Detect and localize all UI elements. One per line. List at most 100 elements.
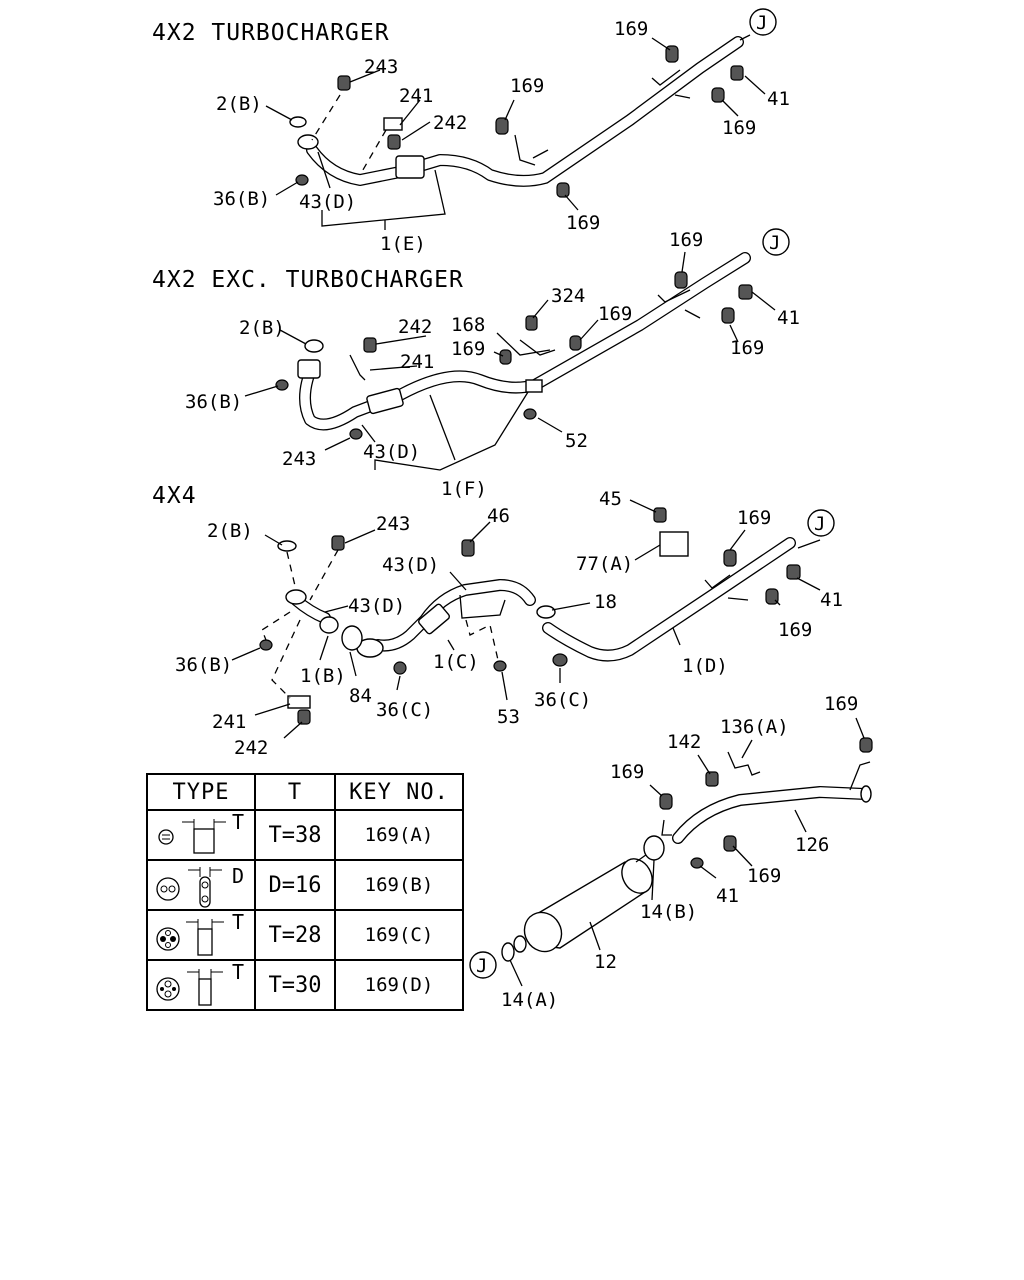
table-row: T T=28 169(C) [146, 909, 464, 961]
callout: 243 [376, 513, 410, 535]
callout: 2(B) [207, 520, 253, 542]
callout: 2(B) [239, 317, 285, 339]
flange [319, 616, 339, 634]
callout: 242 [433, 112, 467, 134]
flex-joint [395, 155, 425, 179]
muffler-12 [513, 851, 653, 953]
hanger-type-b-icon: D [156, 864, 244, 908]
connector-label: J [476, 955, 487, 977]
nut [349, 428, 363, 440]
rubber-hanger [569, 335, 582, 351]
callout: 41 [820, 589, 843, 611]
s3-leaders [231, 499, 821, 739]
s4-leaders [509, 717, 865, 987]
callout: 241 [399, 85, 433, 107]
header-t: T [254, 773, 336, 811]
connector-j: J [469, 951, 497, 979]
callout: 18 [594, 591, 617, 613]
rubber-hanger [659, 793, 673, 810]
bolt [525, 315, 538, 331]
section-title-turbo: 4X2 TURBOCHARGER [152, 20, 390, 46]
callout: 36(C) [534, 689, 591, 711]
callout: 243 [364, 56, 398, 78]
front-pipe-c [356, 579, 536, 658]
connector-j: J [749, 8, 777, 36]
nut [275, 379, 289, 391]
s4-callouts: 169 136(A) 142 169 126 169 14(B) 41 12 1… [501, 693, 858, 1011]
nut [393, 661, 407, 675]
dim-letter: T [232, 811, 244, 834]
flex-joint [418, 603, 450, 635]
callout: 169 [778, 619, 812, 641]
dim-letter: D [232, 864, 244, 888]
s2-callouts: 169 41 169 324 2(B) 242 168 169 169 241 … [185, 229, 800, 500]
s1-callouts: 169 41 169 243 169 2(B) 241 242 36(B) 43… [213, 18, 790, 255]
dim-letter: T [232, 911, 244, 934]
callout: 36(B) [213, 188, 270, 210]
table-row: T T=38 169(A) [146, 809, 464, 861]
connector-label: J [814, 513, 825, 535]
callout: 169 [747, 865, 781, 887]
tailpipe-e [297, 36, 744, 187]
s3-callouts: 45 169 2(B) 243 46 41 77(A) 43(D) 43(D) … [175, 488, 843, 759]
rubber-hanger [495, 117, 509, 135]
gasket [501, 942, 515, 962]
callout: 142 [667, 731, 701, 753]
callout: 1(C) [433, 651, 479, 673]
section-title-4x4: 4X4 [152, 483, 197, 509]
callout: 169 [610, 761, 644, 783]
s3-parts [259, 507, 801, 725]
callout: 1(F) [441, 478, 487, 500]
callout: 324 [551, 285, 585, 307]
callout: 241 [212, 711, 246, 733]
callout: 1(E) [380, 233, 426, 255]
callout: 36(B) [175, 654, 232, 676]
value-cell: T=28 [254, 909, 336, 961]
nut [730, 65, 744, 81]
callout: 169 [598, 303, 632, 325]
connector-label: J [756, 12, 767, 34]
key-cell: 169(B) [334, 859, 464, 911]
s4-parts [501, 737, 873, 962]
rubber-hanger [711, 87, 725, 103]
callout: 242 [398, 316, 432, 338]
nut [331, 535, 345, 551]
bolt [387, 134, 401, 150]
connector-label: J [769, 232, 780, 254]
callout: 168 [451, 314, 485, 336]
bolt [363, 337, 377, 353]
hanger-type-table: TYPE T KEY NO. T T=38 169(A) [146, 773, 464, 1011]
type-cell: D [146, 859, 256, 911]
bolt [461, 539, 475, 557]
nut [295, 174, 309, 186]
callout: 41 [777, 307, 800, 329]
table-row: D D=16 169(B) [146, 859, 464, 911]
nut [690, 857, 704, 869]
s2-leaders [244, 251, 776, 471]
callout: 12 [594, 951, 617, 973]
callout: 46 [487, 505, 510, 527]
bolt [705, 771, 719, 787]
callout: 52 [565, 430, 588, 452]
callout: 36(C) [376, 699, 433, 721]
callout: 53 [497, 706, 520, 728]
flange [285, 589, 307, 605]
nut [337, 75, 351, 91]
flange [297, 134, 319, 150]
callout: 126 [795, 834, 829, 856]
callout: 169 [510, 75, 544, 97]
connector-j: J [762, 228, 790, 256]
s2-parts [275, 271, 753, 440]
gasket [289, 116, 307, 128]
section-title-exc-turbo: 4X2 EXC. TURBOCHARGER [152, 267, 464, 293]
key-cell: 169(D) [334, 959, 464, 1011]
rubber-hanger [723, 549, 737, 567]
tail-pipe-126 [672, 761, 872, 844]
callout: 45 [599, 488, 622, 510]
callout: 84 [349, 685, 372, 707]
gasket [277, 540, 297, 552]
connector-j: J [807, 509, 835, 537]
hanger-type-c-icon: T [156, 911, 244, 956]
callout: 36(B) [185, 391, 242, 413]
rubber-mount [493, 660, 507, 672]
